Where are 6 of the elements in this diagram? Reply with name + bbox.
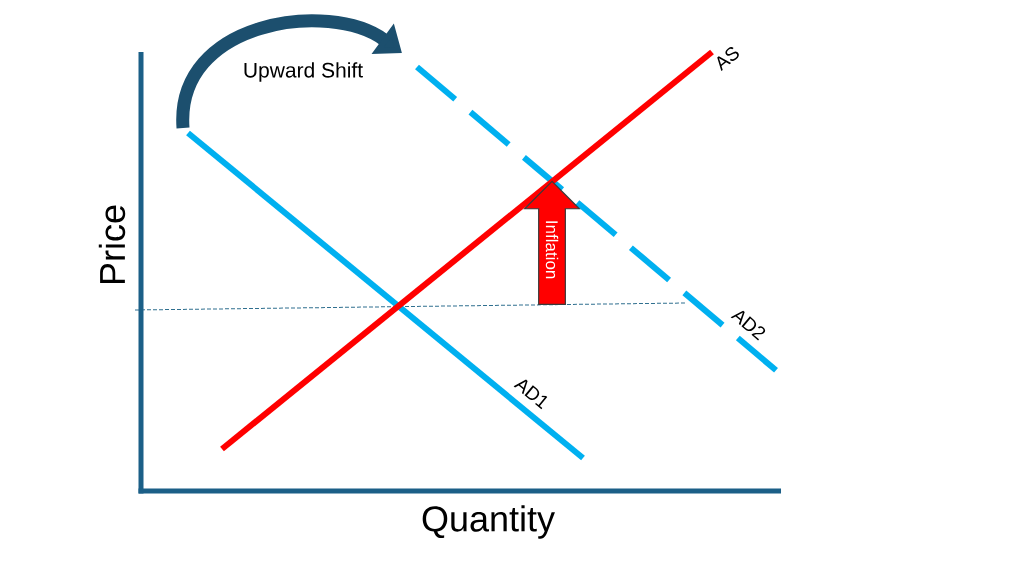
edge-label: Upward Shift	[244, 62, 363, 82]
curve-label: AD1	[513, 379, 548, 410]
axis-label: Price	[98, 205, 126, 284]
curve-label: AD2	[730, 310, 766, 341]
axis-label: Quantity	[422, 505, 555, 539]
curve-label: AS	[717, 47, 739, 72]
